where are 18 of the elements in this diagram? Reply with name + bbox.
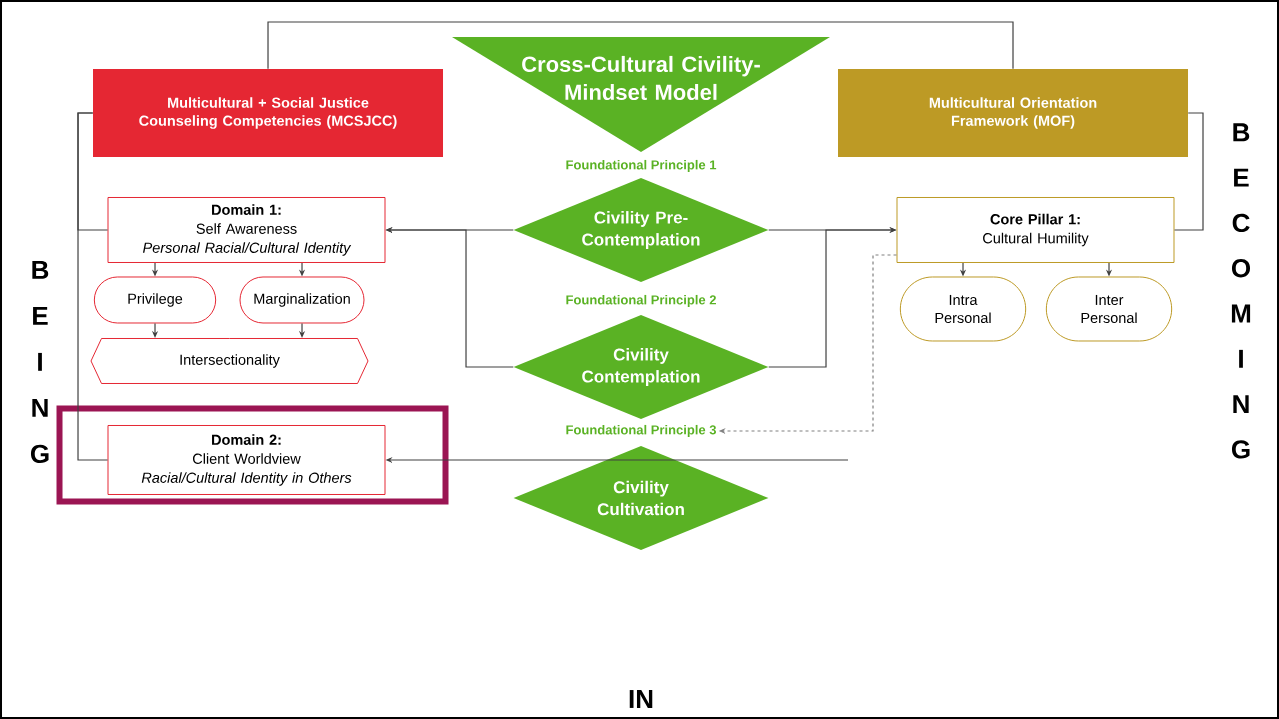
- domain-box: Domain 2: Client Worldview Racial/Cultural Identity in Others: [107, 425, 386, 495]
- framework-box: Multicultural + Social Justice Counseling Competencies (MCSJCC): [93, 69, 443, 157]
- principle-label: Foundational Principle 3: [566, 424, 717, 438]
- principle-label: Foundational Principle 1: [566, 159, 717, 173]
- highlight-frame: [56, 405, 449, 505]
- principle-label: Foundational Principle 2: [566, 294, 716, 308]
- vertical-word: BECOMING: [1231, 123, 1251, 459]
- concept-pill: Marginalization: [239, 276, 365, 324]
- vertical-word: BEING: [30, 260, 49, 464]
- pillar-box: Core Pillar 1: Cultural Humility: [896, 197, 1175, 263]
- concept-pill: Inter Personal: [1045, 276, 1173, 342]
- framework-box: Multicultural Orientation Framework (MOF): [838, 69, 1188, 157]
- title-triangle: Cross-Cultural Civility-Mindset Model: [452, 37, 830, 152]
- bottom-word: IN: [629, 690, 653, 708]
- concept-pill: Intra Personal: [899, 276, 1027, 342]
- intersectionality-hexagon: Intersectionality: [90, 338, 369, 384]
- domain-box: Domain 1: Self Awareness Personal Racial/Cultural Identity: [107, 197, 386, 263]
- concept-pill: Privilege: [93, 276, 217, 324]
